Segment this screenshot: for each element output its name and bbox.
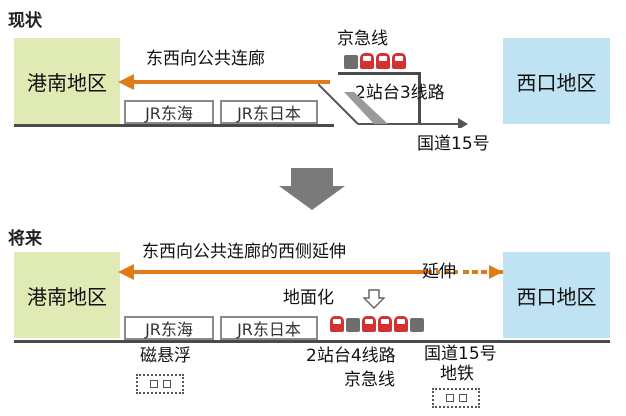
train-car-icon bbox=[362, 316, 376, 332]
keikyu-train-future bbox=[330, 316, 424, 332]
corridor-label-current: 东西向公共连廊 bbox=[146, 49, 265, 69]
maglev-label: 磁悬浮 bbox=[140, 346, 191, 366]
route15-road-current bbox=[318, 84, 468, 128]
ground-track-current bbox=[14, 124, 334, 127]
extension-label: 延伸 bbox=[422, 262, 456, 282]
transition-arrow-icon bbox=[279, 168, 345, 210]
subway-tunnel-icon bbox=[432, 388, 480, 408]
train-car-icon bbox=[360, 53, 374, 69]
left-district-label: 港南地区 bbox=[27, 284, 107, 309]
section-label-current: 现状 bbox=[8, 11, 42, 31]
route15-label-future: 国道15号 bbox=[424, 344, 497, 364]
right-district-label: 西口地区 bbox=[516, 70, 597, 95]
left-district-label: 港南地区 bbox=[27, 70, 107, 95]
jr-east-platform-current: JR东日本 bbox=[220, 100, 318, 124]
jr-east-label: JR东日本 bbox=[237, 320, 301, 339]
jr-tokai-platform-current: JR东海 bbox=[124, 100, 214, 124]
maglev-tunnel-icon bbox=[136, 374, 184, 394]
ground-level-label: 地面化 bbox=[283, 288, 334, 308]
right-district-current: 西口地区 bbox=[503, 38, 610, 124]
platform-label-current: 2站台3线路 bbox=[355, 83, 445, 103]
train-car-icon bbox=[392, 53, 406, 69]
keikyu-train-current bbox=[344, 53, 406, 69]
train-car-icon bbox=[346, 318, 360, 332]
ground-track-future bbox=[14, 340, 610, 343]
jr-tokai-platform-future: JR东海 bbox=[124, 316, 214, 340]
right-district-label: 西口地区 bbox=[516, 284, 597, 309]
jr-tokai-label: JR东海 bbox=[145, 320, 193, 339]
right-district-future: 西口地区 bbox=[503, 252, 610, 338]
train-car-icon bbox=[344, 55, 358, 69]
train-car-icon bbox=[410, 318, 424, 332]
keikyu-label-current: 京急线 bbox=[337, 29, 388, 49]
keikyu-pillar bbox=[418, 72, 421, 124]
keikyu-deck bbox=[338, 72, 420, 75]
keikyu-label-future: 京急线 bbox=[344, 370, 395, 390]
section-label-future: 将来 bbox=[8, 229, 42, 249]
corridor-arrow-current bbox=[118, 74, 330, 90]
jr-tokai-label: JR东海 bbox=[145, 104, 193, 123]
train-car-icon bbox=[330, 316, 344, 332]
corridor-label-future: 东西向公共连廊的西侧延伸 bbox=[142, 242, 346, 262]
left-district-future: 港南地区 bbox=[14, 252, 120, 338]
train-car-icon bbox=[378, 316, 392, 332]
corridor-arrow-future bbox=[118, 264, 503, 280]
train-car-icon bbox=[376, 53, 390, 69]
extension-arrow bbox=[465, 265, 503, 279]
down-arrow-icon bbox=[363, 289, 385, 309]
left-district-current: 港南地区 bbox=[14, 38, 120, 124]
platform-label-future: 2站台4线路 bbox=[306, 346, 396, 366]
subway-label: 地铁 bbox=[440, 364, 474, 384]
jr-east-label: JR东日本 bbox=[237, 104, 301, 123]
train-car-icon bbox=[394, 316, 408, 332]
route15-label-current: 国道15号 bbox=[417, 134, 490, 154]
jr-east-platform-future: JR东日本 bbox=[220, 316, 318, 340]
